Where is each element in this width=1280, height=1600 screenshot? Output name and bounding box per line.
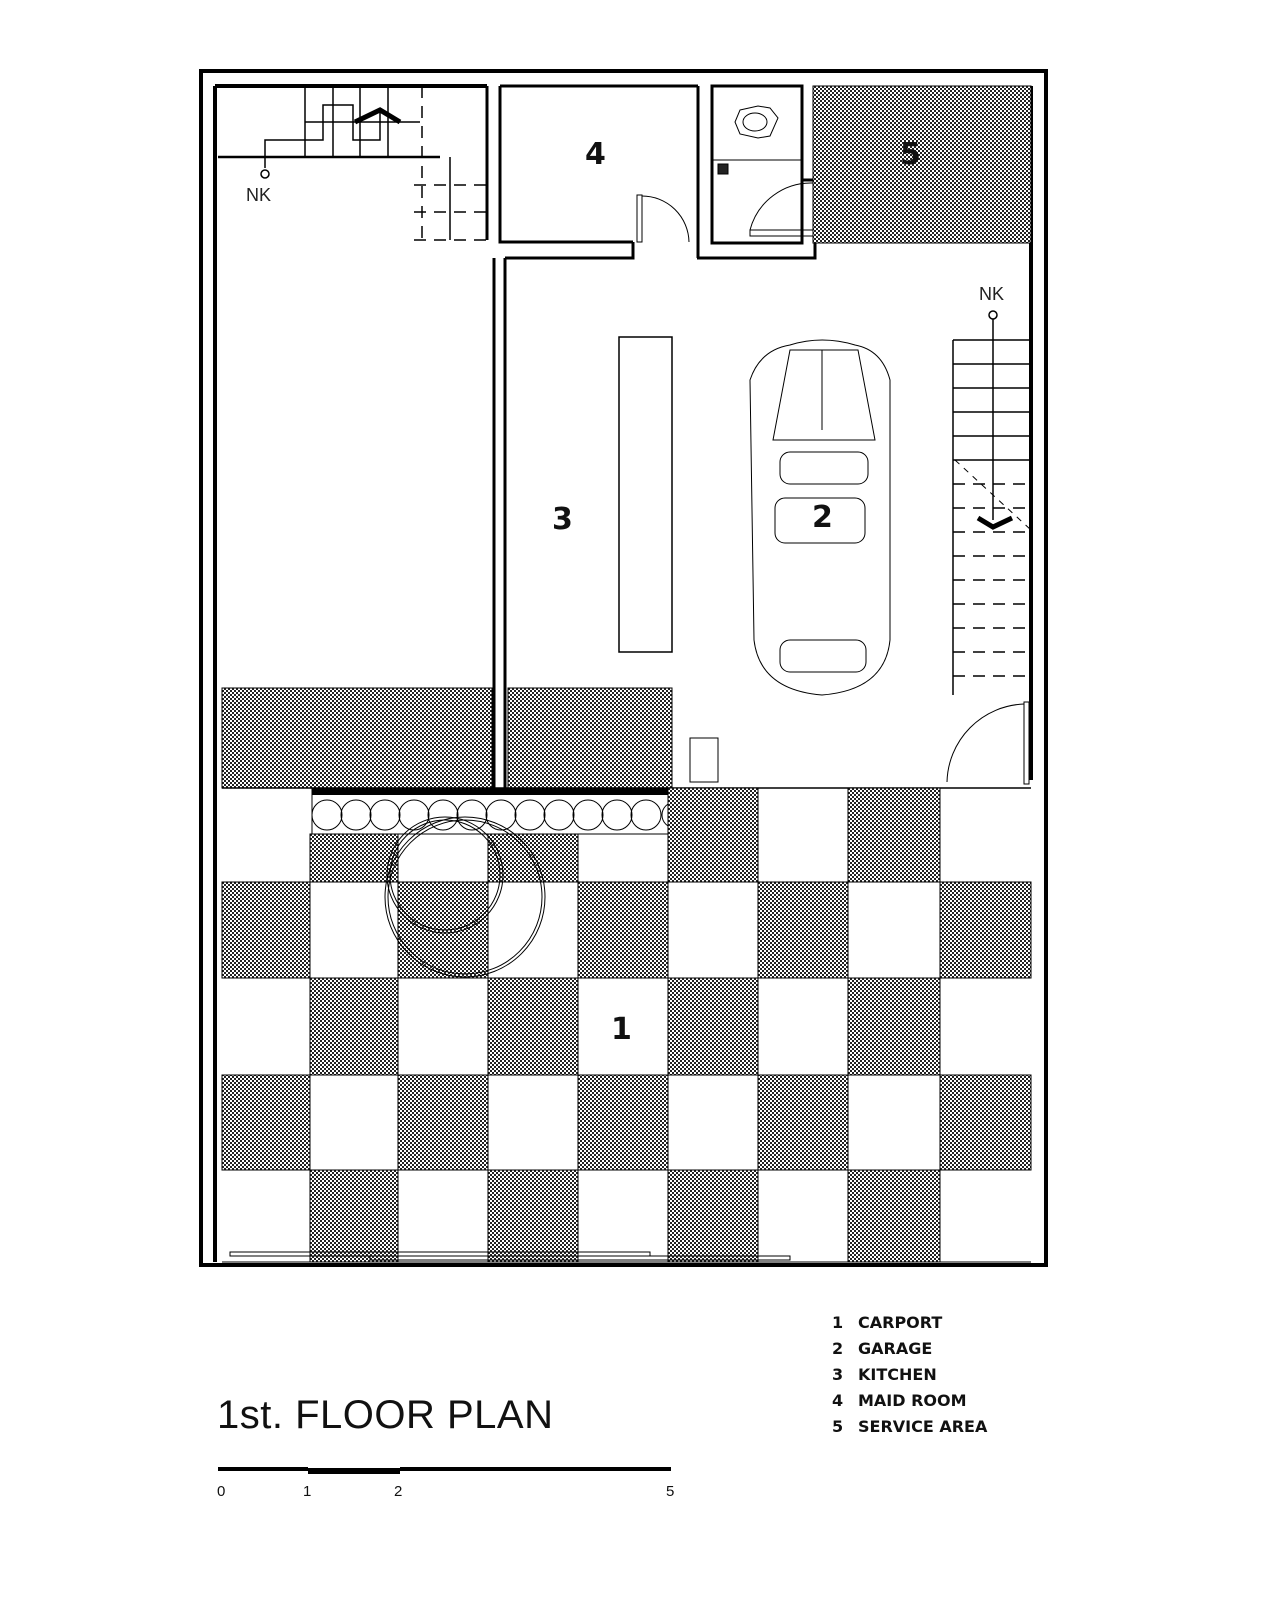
drawing-title: 1st. FLOOR PLAN <box>217 1393 554 1437</box>
legend-number: 5 <box>832 1417 844 1436</box>
outer-walls <box>199 69 1048 1267</box>
legend-label: GARAGE <box>858 1339 933 1358</box>
room-label-garage: 2 <box>812 500 833 535</box>
legend-number: 2 <box>832 1339 844 1358</box>
room-label-carport: 1 <box>611 1012 632 1047</box>
legend-item: 3 KITCHEN <box>832 1365 987 1391</box>
tree-canopy-icon <box>384 816 546 978</box>
scale-tick-1: 1 <box>303 1483 312 1500</box>
legend-number: 3 <box>832 1365 844 1384</box>
doors <box>636 182 1030 785</box>
room-label-kitchen: 3 <box>552 502 573 537</box>
legend-label: CARPORT <box>858 1313 943 1332</box>
garden-bed-left <box>221 687 493 789</box>
car-icon <box>749 339 891 696</box>
scale-tick-5: 5 <box>666 1483 675 1500</box>
garden-bed-mid <box>507 687 673 789</box>
room-legend: 1 CARPORT 2 GARAGE 3 KITCHEN 4 MAID ROOM 5 SE… <box>832 1313 987 1443</box>
scale-tick-2: 2 <box>394 1483 403 1500</box>
legend-label: MAID ROOM <box>858 1391 967 1410</box>
legend-item: 2 GARAGE <box>832 1339 987 1365</box>
interior-walls <box>485 84 817 788</box>
room-label-service-area: 5 <box>900 137 921 172</box>
legend-item: 5 SERVICE AREA <box>832 1417 987 1443</box>
legend-number: 1 <box>832 1313 844 1332</box>
planter-strip <box>311 787 689 835</box>
room-label-maid-room: 4 <box>585 137 606 172</box>
sliding-gate <box>222 1251 1031 1263</box>
right-stair <box>952 310 1032 695</box>
carport-paving <box>221 787 1032 1263</box>
nk-level-label-right: NK <box>979 284 1005 304</box>
legend-item: 4 MAID ROOM <box>832 1391 987 1417</box>
service-area-floor <box>812 85 1032 244</box>
scale-bar <box>218 1467 671 1474</box>
nk-level-label-left: NK <box>246 185 272 205</box>
kitchen-counter <box>618 336 673 653</box>
scale-tick-0: 0 <box>217 1483 226 1500</box>
legend-item: 1 CARPORT <box>832 1313 987 1339</box>
left-stair <box>218 86 487 241</box>
squat-toilet-icon <box>717 105 779 175</box>
legend-label: KITCHEN <box>858 1365 937 1384</box>
legend-number: 4 <box>832 1391 844 1410</box>
legend-label: SERVICE AREA <box>858 1417 988 1436</box>
